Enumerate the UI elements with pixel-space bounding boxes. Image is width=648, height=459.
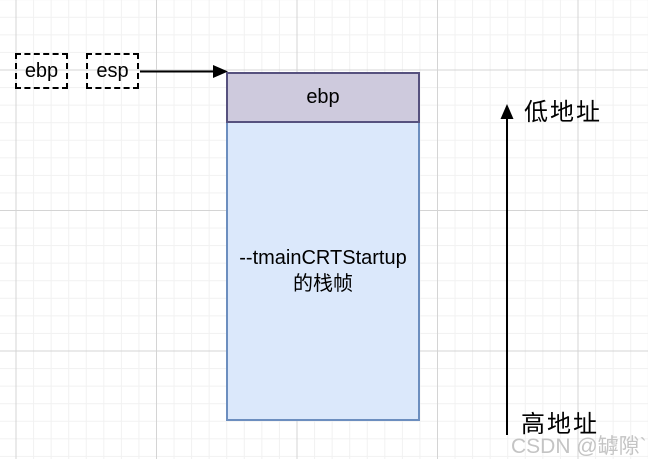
stack-frame-header: ebp [226,72,420,123]
stack-frame-shape: ebp --tmainCRTStartup 的栈帧 [226,72,420,421]
esp-register-label: esp [96,59,129,82]
low-address-label: 低地址 [524,99,602,126]
stack-frame-header-label: ebp [306,86,340,108]
high-address-label: 高地址 [521,411,599,438]
ebp-register-box: ebp [15,53,68,89]
esp-register-box: esp [86,53,139,89]
address-axis-arrowhead [500,104,514,119]
stack-frame-body: --tmainCRTStartup 的栈帧 [226,123,420,421]
stack-frame-body-line2: 的栈帧 [293,273,353,295]
ebp-register-label: ebp [24,59,59,82]
csdn-watermark: CSDN @罅隙` [511,435,647,458]
stack-frame-body-line1: --tmainCRTStartup [239,247,407,269]
